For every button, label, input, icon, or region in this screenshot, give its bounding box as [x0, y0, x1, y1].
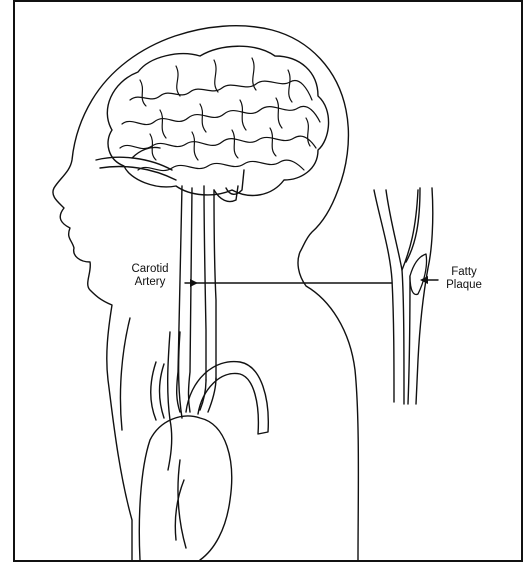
inset-inner-right-wall-top	[402, 190, 418, 270]
artery-inset	[374, 188, 433, 404]
carotid-artery-label: Carotid Artery	[118, 263, 182, 289]
left-vessel	[168, 332, 172, 470]
fatty-plaque-label: Fatty Plaque	[432, 266, 496, 292]
plaque-label-line1: Fatty	[432, 266, 496, 279]
aortic-arch	[186, 362, 268, 434]
inset-inner-right-wall	[408, 276, 410, 404]
brain-outline	[107, 46, 328, 195]
facial-artery-branch	[96, 157, 172, 170]
carotid-arrowhead	[190, 279, 198, 287]
plaque-label-line2: Plaque	[432, 279, 496, 292]
carotid-label-line1: Carotid	[118, 263, 182, 276]
inset-inner-left-wall	[386, 190, 404, 404]
heart-outline	[139, 416, 231, 560]
inner-body-line	[120, 318, 130, 430]
carotid-vessels	[177, 170, 244, 412]
brain-gyri	[120, 58, 320, 171]
carotid-label-line2: Artery	[118, 276, 182, 289]
